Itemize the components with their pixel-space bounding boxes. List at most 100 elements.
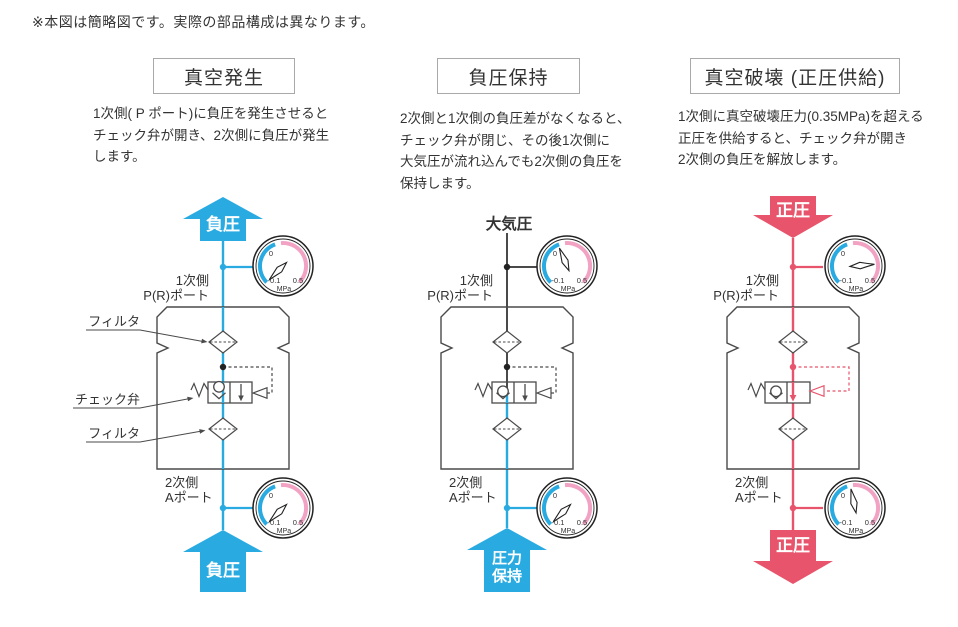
secondary-port-label: 2次側 [735, 475, 768, 490]
gauge-unit-label: MPa [561, 528, 576, 535]
gauge-needle [268, 261, 288, 281]
gauge-tick-label: 0.5 [293, 518, 303, 527]
secondary-port-label: Aポート [735, 490, 783, 505]
gauge-unit-label: MPa [561, 286, 576, 293]
description-line: 1次側に真空破壊圧力(0.35MPa)を超える [678, 109, 924, 124]
description-line: 2次側の負圧を解放します。 [678, 152, 847, 167]
filter-icon [492, 417, 522, 441]
primary-port-label: P(R)ポート [427, 288, 493, 303]
gauge-needle [558, 247, 570, 273]
pressure-arc [564, 241, 593, 284]
check-valve-ball-closed [497, 385, 509, 398]
junction-dot [219, 263, 227, 271]
description-line: チェック弁が開き、2次側に負圧が発生 [93, 127, 330, 143]
gauge-tick-label: 0 [269, 491, 273, 500]
disclaimer-note: ※本図は簡略図です。実際の部品構成は異なります。 [32, 14, 375, 30]
check-valve-ball-closed [770, 385, 782, 398]
description-line: 保持します。 [400, 175, 480, 191]
junction-dot [789, 363, 797, 371]
pressure-gauge: 0 -0.1 0.5 MPa [536, 477, 598, 539]
description-line: 正圧を供給すると、チェック弁が開き [678, 130, 907, 146]
panel1-description: 1次側( P ポート)に負圧を発生させると チェック弁が開き、2次側に負圧が発生… [93, 103, 329, 168]
junction-dot [219, 504, 227, 512]
panel3-diagram: 正圧 [713, 196, 886, 584]
pilot-triangle-icon [535, 386, 552, 400]
gauge-tick-label: -0.1 [840, 518, 853, 527]
leader-arrowhead [199, 429, 206, 434]
flow-path-arrow [522, 395, 528, 402]
gauge-tick-label: 0.5 [577, 276, 587, 285]
description-line: チェック弁が閉じ、その後1次側に [400, 132, 611, 148]
description-line: 1次側( P ポート)に負圧を発生させると [93, 106, 329, 121]
primary-port-label: 1次側 [460, 273, 493, 288]
gauge-needle [848, 261, 875, 270]
panel2-description: 2次側と1次側の負圧差がなくなると、 チェック弁が閉じ、その後1次側に 大気圧が… [400, 108, 630, 194]
vacuum-arc [829, 484, 848, 526]
spring-icon [747, 381, 766, 399]
gauge-tick-label: 0 [553, 491, 557, 500]
pressure-arc [280, 483, 309, 526]
positive-pressure-arrow-down-icon [753, 196, 833, 238]
gauge-tick-label: -0.1 [552, 518, 565, 527]
vacuum-arc [541, 242, 560, 284]
check-valve-block [190, 380, 268, 404]
vacuum-arrow-up-icon [183, 530, 263, 592]
leader-arrowhead [201, 338, 208, 344]
secondary-port-label: 2次側 [449, 475, 482, 490]
primary-port-label: P(R)ポート [713, 288, 779, 303]
vacuum-arc [257, 242, 276, 284]
flow-path-arrow [238, 395, 244, 402]
gauge-tick-label: -0.1 [268, 518, 281, 527]
primary-port-label: P(R)ポート [143, 288, 209, 303]
flow-path-arrow-active [789, 395, 797, 402]
pressure-gauge: 0 -0.1 0.5 MPa [536, 235, 598, 297]
gauge-tick-label: -0.1 [552, 276, 565, 285]
bottom-arrow-label: 負圧 [206, 561, 240, 580]
check-valve-block [474, 381, 552, 404]
positive-pressure-arrow-down-icon [753, 530, 833, 584]
primary-port-label: 1次側 [746, 273, 779, 288]
vacuum-arc [257, 484, 276, 526]
panel1-title: 真空発生 [153, 58, 295, 94]
panel3-description: 1次側に真空破壊圧力(0.35MPa)を超える 正圧を供給すると、チェック弁が開… [678, 106, 924, 171]
description-line: 大気圧が流れ込んでも2次側の負圧を [400, 154, 623, 169]
junction-dot [219, 363, 227, 371]
pilot-line-active [793, 366, 850, 392]
gauge-needle [268, 503, 288, 523]
svg-text:フィルタ: フィルタ [88, 314, 140, 329]
panel2-diagram: 大気圧 [427, 214, 598, 592]
gauge-tick-label: -0.1 [268, 276, 281, 285]
pressure-arc [852, 241, 881, 284]
pressure-arc [564, 483, 593, 526]
gauge-tick-label: 0.5 [865, 276, 875, 285]
secondary-port-label: Aポート [449, 490, 497, 505]
vacuum-arc [541, 484, 560, 526]
gauge-unit-label: MPa [277, 286, 292, 293]
junction-dot [503, 363, 511, 371]
vacuum-arc [829, 242, 848, 284]
annotation-check-valve: チェック弁 [73, 392, 194, 409]
gauge-needle [552, 503, 572, 523]
top-arrow-label: 負圧 [206, 215, 240, 234]
bottom-arrow-label: 圧力 [492, 549, 522, 567]
vacuum-arrow-up-icon [183, 197, 263, 241]
gauge-tick-label: 0 [553, 249, 557, 258]
junction-dot [789, 504, 797, 512]
check-valve-seat [212, 392, 226, 400]
pressure-arc [852, 483, 881, 526]
annotation-filter-bottom: フィルタ [86, 426, 206, 443]
svg-text:フィルタ: フィルタ [88, 426, 140, 441]
bottom-arrow-label: 正圧 [776, 536, 810, 555]
gauge-tick-label: 0.5 [865, 518, 875, 527]
secondary-port-label: 2次側 [165, 475, 198, 490]
pressure-gauge: 0 -0.1 0.5 MPa [824, 235, 886, 297]
description-line: 2次側と1次側の負圧差がなくなると、 [400, 111, 631, 126]
gauge-unit-label: MPa [277, 528, 292, 535]
filter-icon [208, 417, 238, 441]
pilot-line [507, 366, 557, 394]
gauge-unit-label: MPa [849, 528, 864, 535]
junction-dot [503, 263, 511, 271]
junction-dot [503, 504, 511, 512]
annotation-filter-top: フィルタ [86, 314, 208, 344]
gauge-unit-label: MPa [849, 286, 864, 293]
